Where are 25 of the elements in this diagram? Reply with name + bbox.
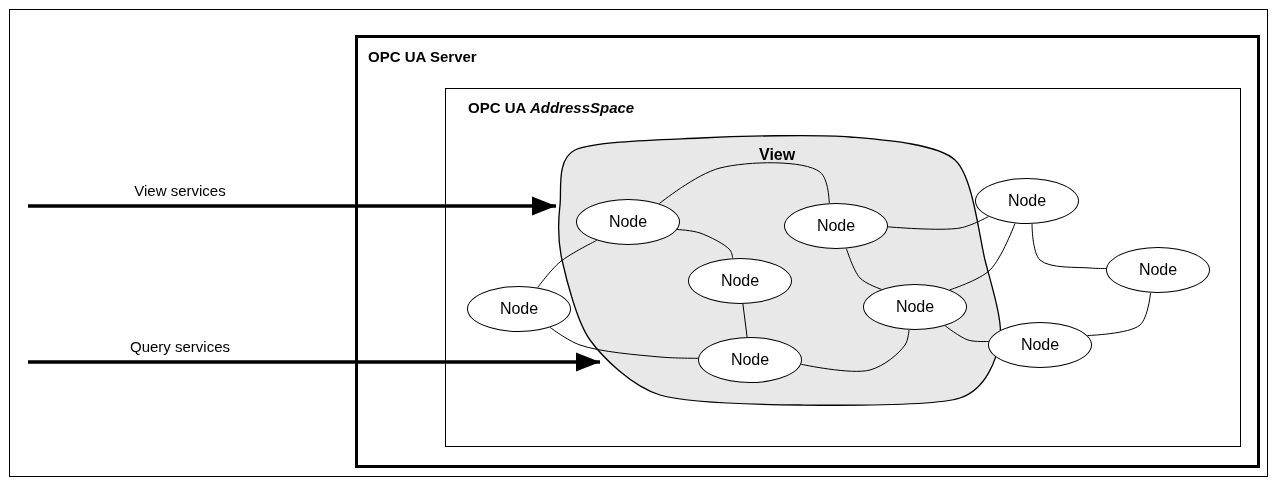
connector-line bbox=[800, 329, 910, 372]
connector-line bbox=[658, 162, 830, 205]
node-ellipse: Node bbox=[988, 322, 1092, 368]
connector-line bbox=[845, 248, 883, 290]
connector-line bbox=[1086, 292, 1152, 336]
connector-line bbox=[1031, 223, 1107, 269]
box-title: OPC UA AddressSpace bbox=[468, 99, 635, 116]
edge-label: View services bbox=[133, 182, 227, 200]
connector-line bbox=[887, 216, 990, 230]
address-space-box bbox=[445, 88, 1241, 447]
arrow bbox=[28, 352, 600, 372]
connector-line bbox=[537, 239, 598, 289]
connector-line bbox=[549, 326, 699, 359]
node-ellipse: Node bbox=[467, 286, 571, 332]
connector-line bbox=[944, 325, 990, 343]
view-title: View bbox=[759, 146, 796, 164]
connector-line bbox=[742, 303, 748, 338]
connector-line bbox=[676, 229, 734, 259]
arrow bbox=[28, 196, 556, 216]
node-ellipse: Node bbox=[1106, 247, 1210, 293]
connector-line bbox=[949, 222, 1016, 291]
edge-label: Query services bbox=[129, 338, 231, 356]
server-box bbox=[355, 35, 1260, 468]
box-title: OPC UA Server bbox=[368, 48, 477, 65]
node-ellipse: Node bbox=[975, 178, 1079, 224]
